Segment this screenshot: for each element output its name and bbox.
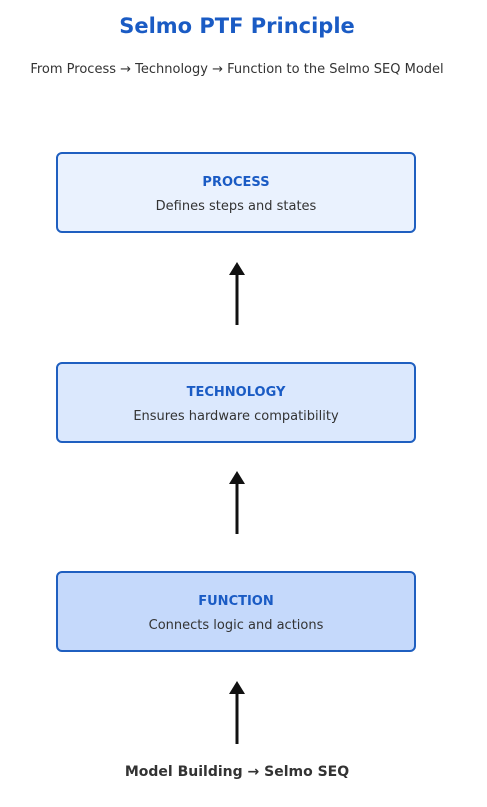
function-box-description: Connects logic and actions <box>148 618 324 633</box>
function-box: FUNCTION Connects logic and actions <box>56 571 416 652</box>
technology-box: TECHNOLOGY Ensures hardware compatibilit… <box>56 362 416 443</box>
technology-box-description: Ensures hardware compatibility <box>133 409 339 424</box>
technology-box-title: TECHNOLOGY <box>186 385 286 400</box>
diagram-subtitle: From Process → Technology → Function to … <box>30 62 444 77</box>
diagram-title: Selmo PTF Principle <box>119 14 355 38</box>
process-box-title: PROCESS <box>202 175 270 190</box>
arrow-up-icon <box>229 681 245 744</box>
process-box-description: Defines steps and states <box>155 199 317 214</box>
arrow-up-icon <box>229 262 245 325</box>
function-box-title: FUNCTION <box>198 594 274 609</box>
arrow-up-icon <box>229 471 245 534</box>
model-building-label: Model Building → Selmo SEQ <box>124 764 350 780</box>
process-box: PROCESS Defines steps and states <box>56 152 416 233</box>
